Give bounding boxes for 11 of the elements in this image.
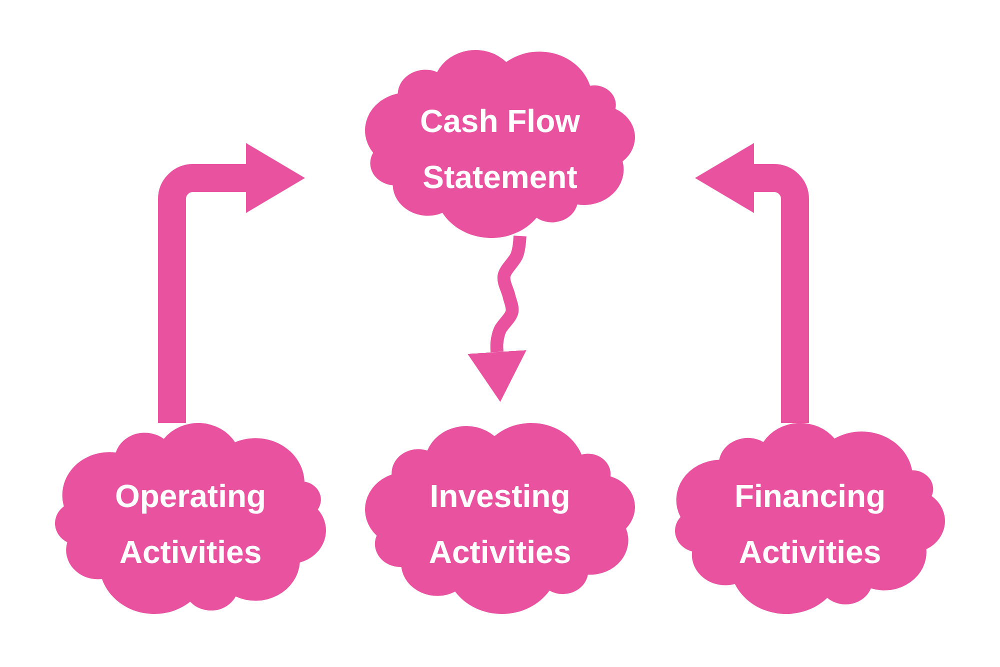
wavy-arrow — [468, 236, 526, 402]
cloud-label: Operating Activities — [114, 476, 268, 572]
cloud-shape — [365, 423, 635, 614]
cloud-shape — [675, 423, 945, 614]
bent-arrow — [158, 143, 305, 423]
cloud-label: Financing Activities — [733, 476, 887, 572]
cloud-label: Investing Activities — [428, 476, 572, 572]
bent-arrow — [695, 143, 809, 423]
cloud-label: Cash Flow Statement — [418, 102, 581, 197]
cloud-shape — [365, 50, 635, 238]
cloud-shape — [55, 423, 326, 614]
